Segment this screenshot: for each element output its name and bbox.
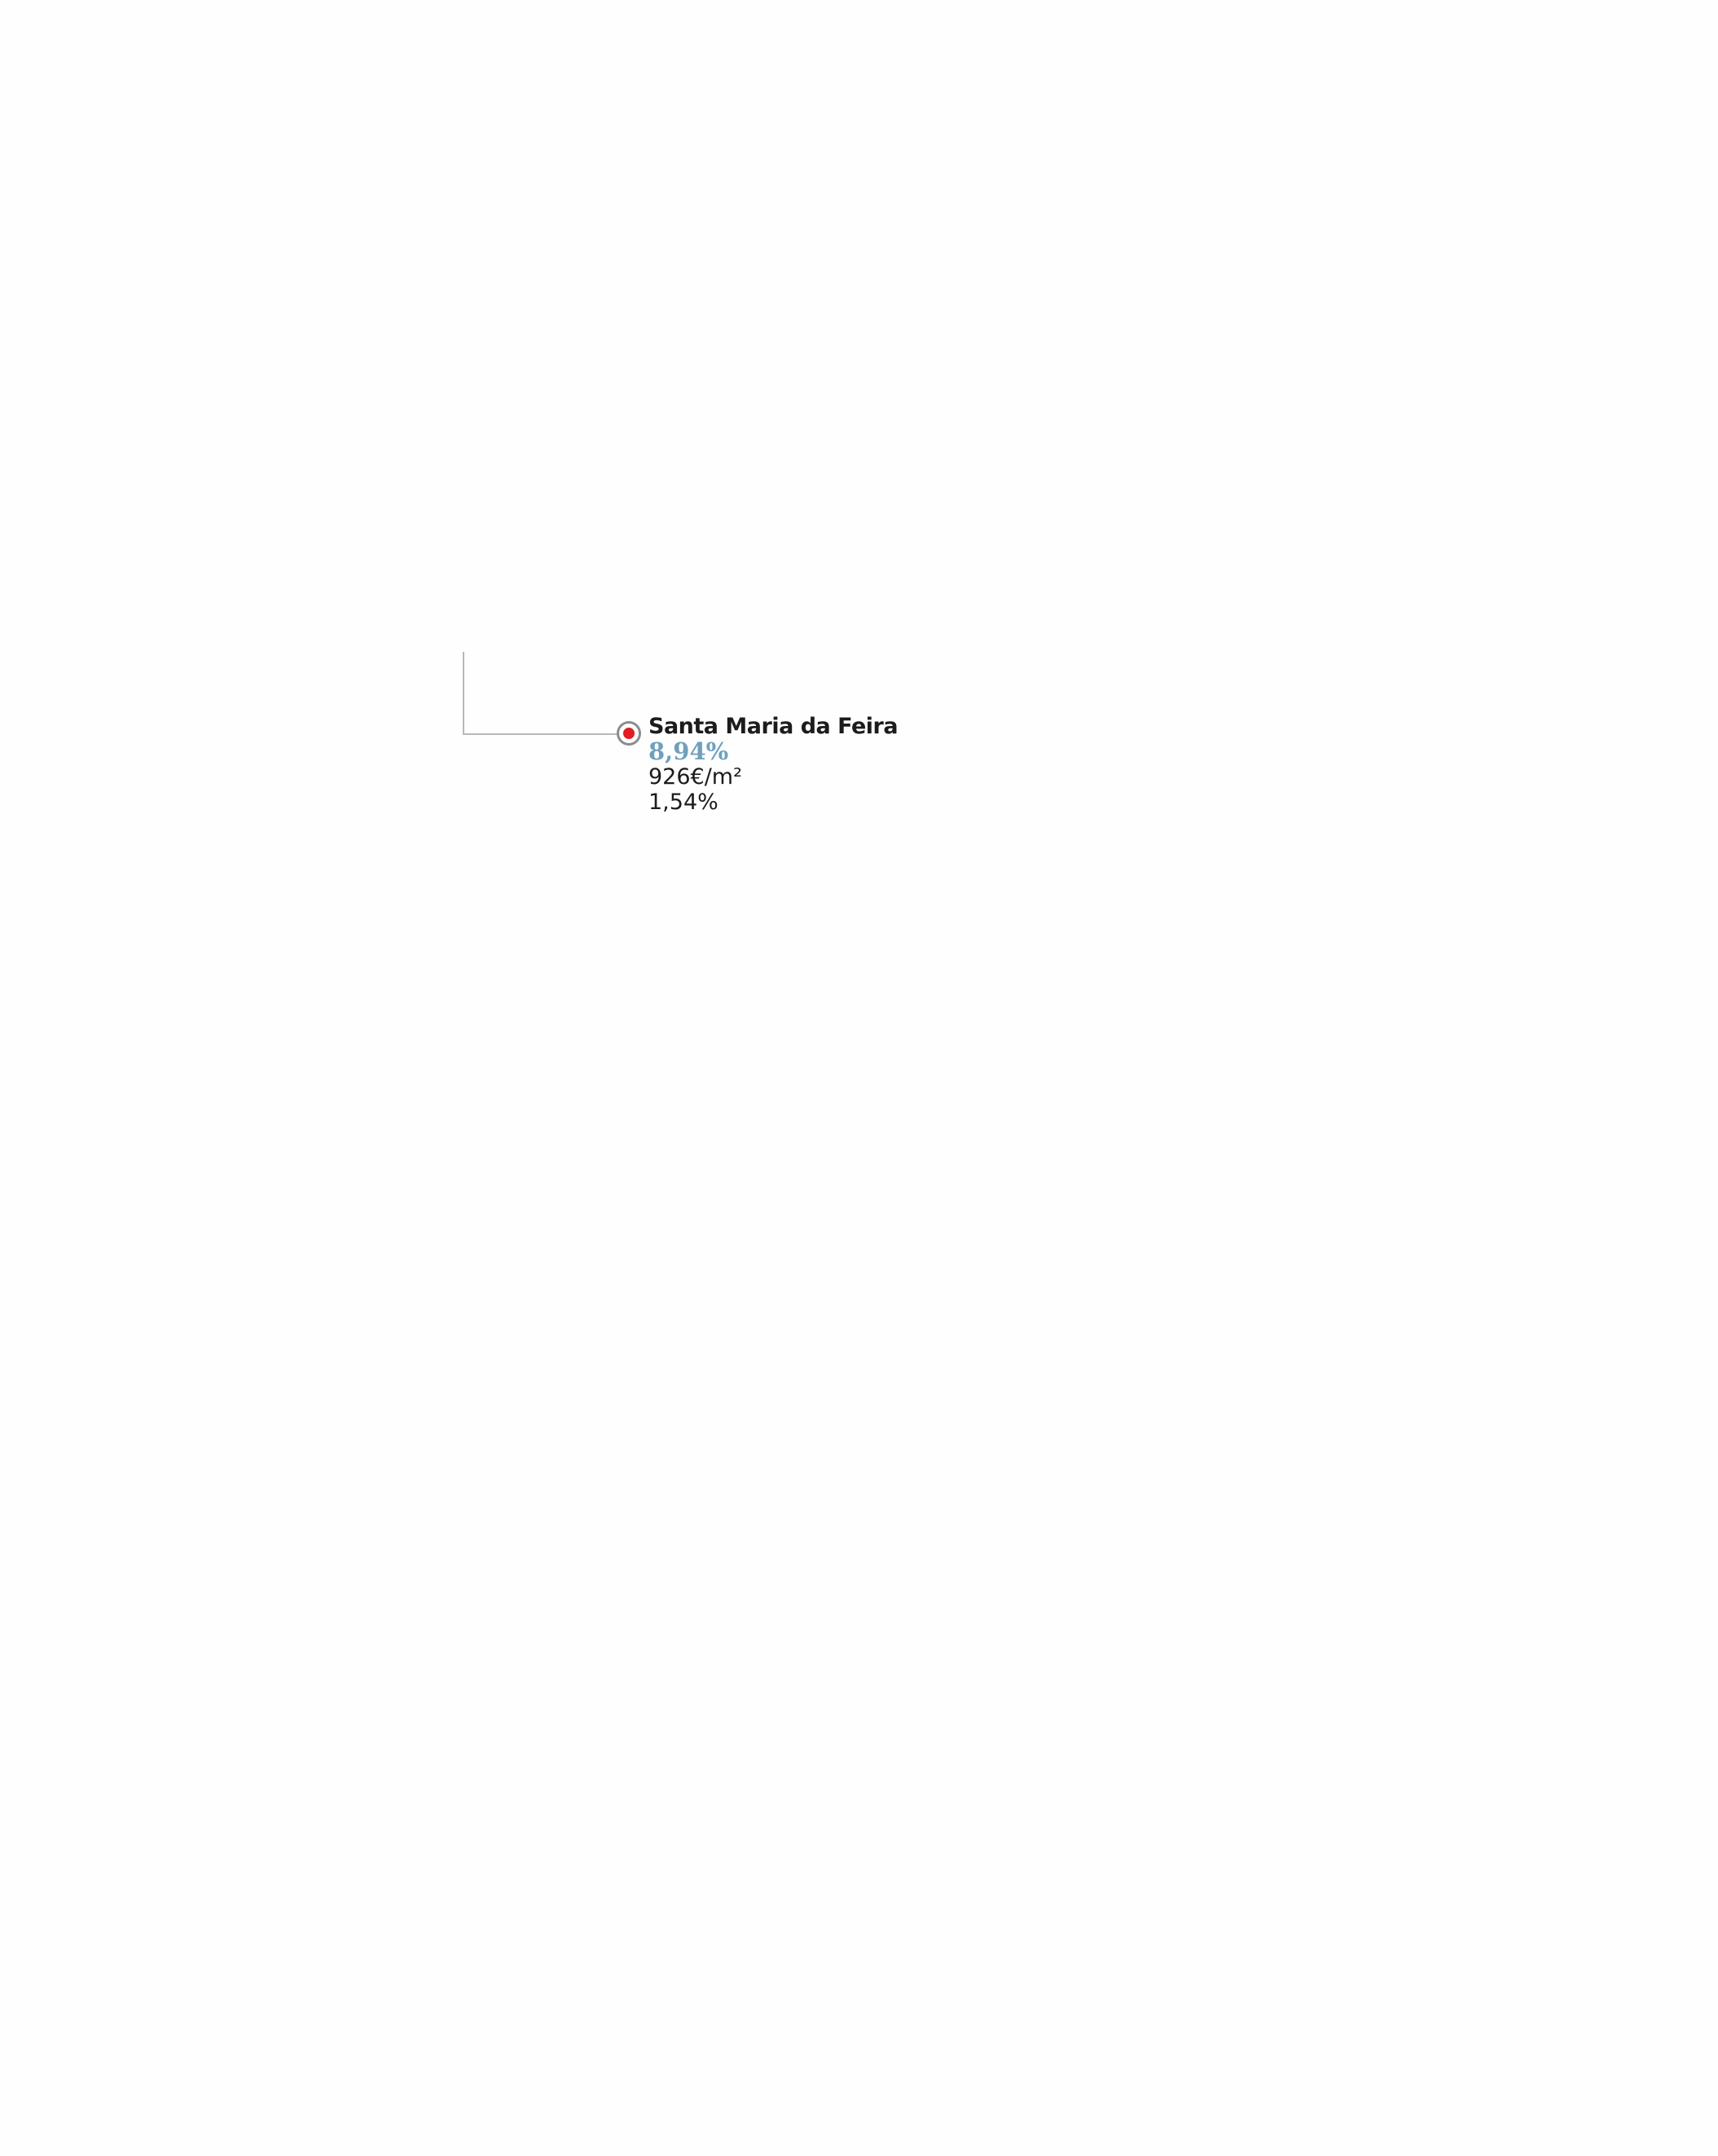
leader-line-path bbox=[463, 652, 617, 735]
location-marker-icon[interactable] bbox=[617, 721, 641, 746]
place-secondary-percentage: 1,54% bbox=[648, 790, 718, 815]
place-percentage: 8,94% bbox=[648, 737, 729, 765]
place-name: Santa Maria da Feira bbox=[648, 714, 899, 739]
place-label: Santa Maria da Feira 8,94% 926€/m² 1,54% bbox=[648, 714, 899, 815]
place-price-per-m2: 926€/m² bbox=[648, 764, 742, 790]
marker-dot bbox=[623, 728, 635, 739]
